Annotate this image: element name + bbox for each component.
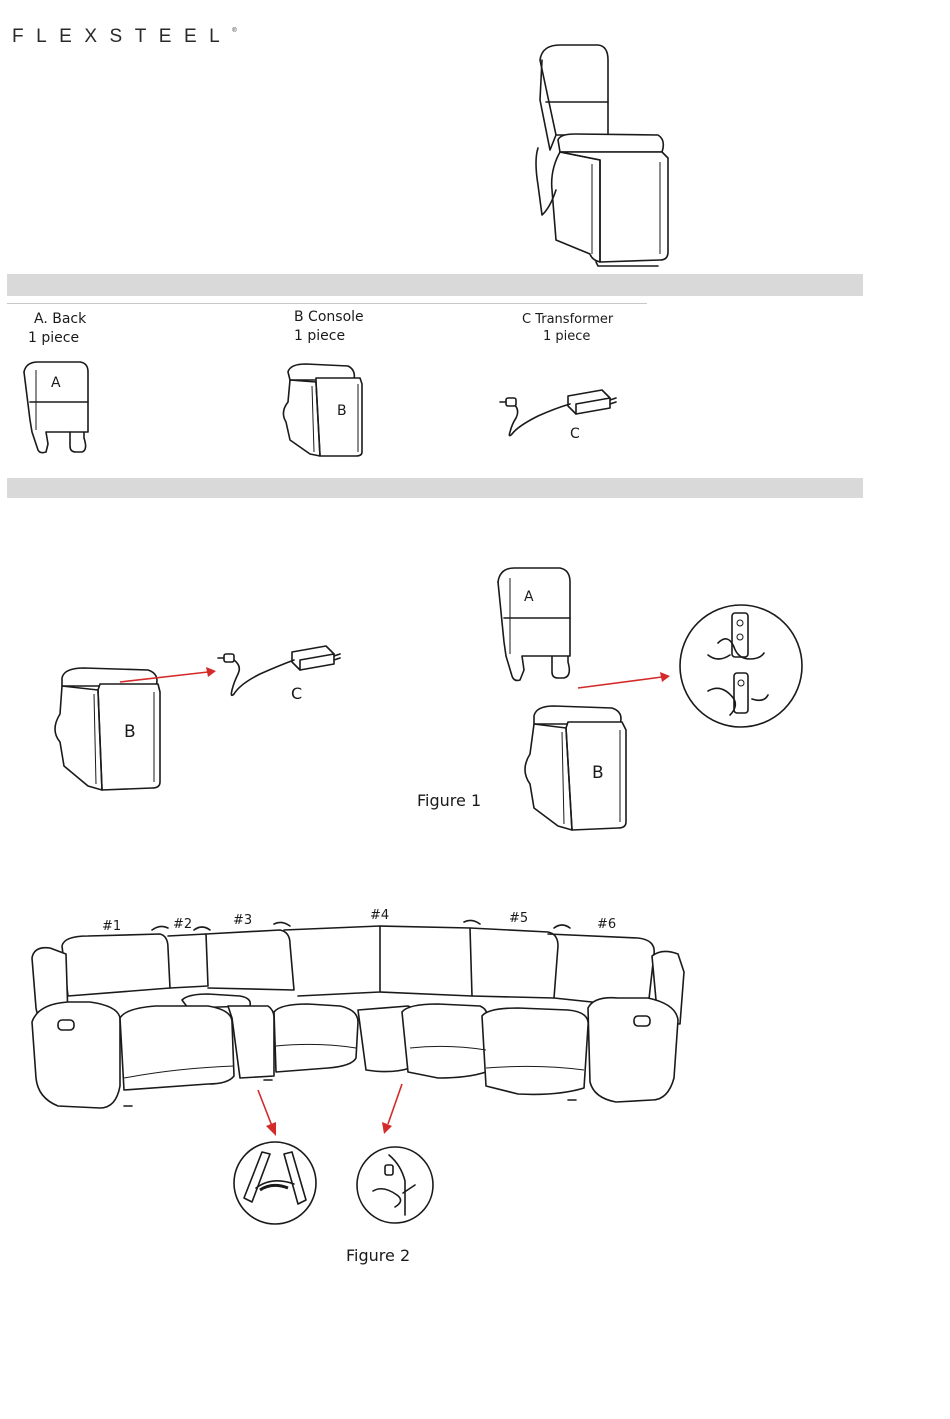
figure1-a-label: A [524,589,534,605]
part-a-label: A. Back [34,310,86,329]
flexsteel-logo: FLEXSTEEL® [12,26,237,48]
section-band-assembly [7,478,863,498]
figure2-arrow-right [378,1082,408,1136]
divider-line [7,303,647,304]
figure1-bracket-detail-circle [678,603,804,729]
part-b-qty: 1 piece [294,327,345,346]
figure1-b-label-left: B [124,722,136,742]
figure1-arrow-to-detail [576,670,672,692]
figure1-transformer-illustration [214,642,344,702]
part-b-letter: B [337,403,347,419]
figure2-detail-circle-right [355,1145,435,1225]
figure1-b-label-right: B [592,763,604,783]
registered-mark: ® [232,28,236,34]
section-band-parts [7,274,863,296]
part-b-name: B Console [294,308,364,327]
part-a-name: A. Back [34,310,86,329]
figure1-c-label: C [291,684,302,703]
part-a-letter: A [51,375,61,391]
console-hero-illustration [520,40,680,272]
figure2-sectional-sofa-illustration [28,918,690,1114]
figure1-back-illustration [490,566,580,688]
figure2-detail-circle-left [232,1140,318,1226]
part-c-letter: C [570,426,580,442]
part-b-console-illustration [276,362,371,462]
figure1-console-right-illustration [514,704,634,834]
part-c-qty: 1 piece [543,327,590,346]
logo-text: FLEXSTEEL [12,26,232,47]
part-a-qty: 1 piece [28,329,79,348]
part-c-transformer-illustration [498,386,618,441]
figure1-arrow-to-transformer [118,664,218,684]
figure1-caption: Figure 1 [417,791,481,810]
figure2-caption: Figure 2 [346,1246,410,1265]
figure2-arrow-left [254,1088,284,1138]
